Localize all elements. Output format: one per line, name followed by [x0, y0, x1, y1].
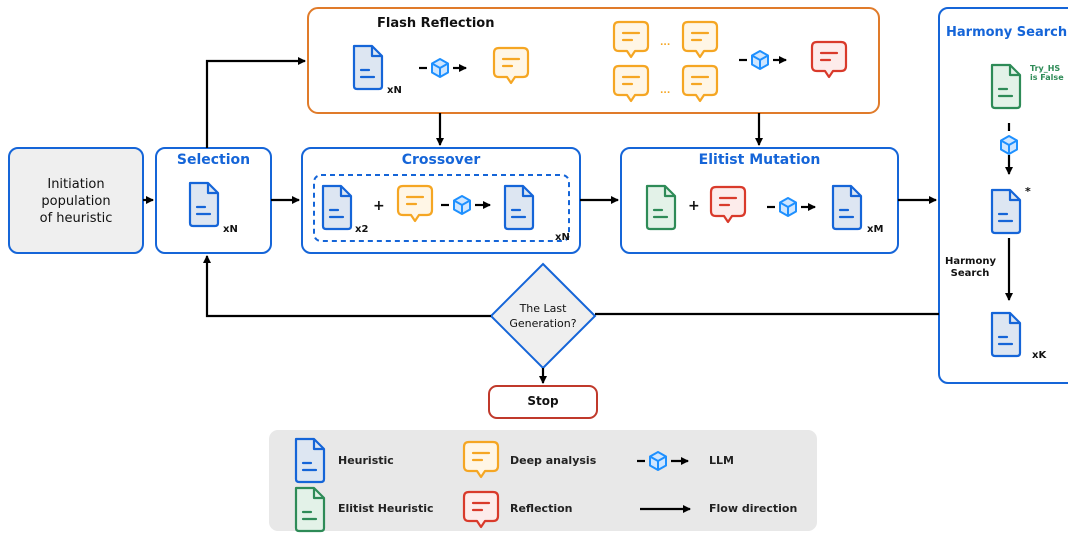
legend-elitist-heuristic-label: Elitist Heuristic [338, 502, 434, 515]
flash-reflection-title: Flash Reflection [377, 16, 495, 31]
elitist-heuristic-doc-icon [645, 184, 677, 231]
llm-cube-icon [751, 50, 769, 70]
heuristic-doc-icon [990, 311, 1022, 358]
legend-elitist-heuristic-icon [294, 486, 326, 533]
arrow-selection-to-flash [205, 57, 306, 148]
legend-reflection-icon [462, 490, 500, 529]
legend-llm-label: LLM [709, 454, 734, 467]
llm-cube-icon [453, 195, 471, 215]
crossover-multiplier: xN [555, 232, 570, 243]
crossover-inner-dashed [313, 174, 570, 242]
heuristic-doc-icon [990, 188, 1022, 235]
legend-flow-direction-label: Flow direction [709, 502, 798, 515]
flash-multiplier: xN [387, 85, 402, 96]
legend-reflection-label: Reflection [510, 502, 573, 515]
legend-heuristic-label: Heuristic [338, 454, 394, 467]
harmony-step-label: Harmony Search [945, 256, 996, 279]
llm-cube-icon [431, 58, 449, 78]
harmony-multiplier: xK [1032, 350, 1047, 361]
flow-lines [143, 57, 1013, 384]
selection-multiplier: xN [223, 224, 238, 235]
elitist-heuristic-doc-icon [990, 63, 1022, 110]
crossover-plus: + [373, 198, 385, 214]
flash-reflection-box [307, 7, 880, 114]
deep-analysis-bubble-icon [612, 64, 650, 103]
heuristic-doc-icon [321, 184, 353, 231]
legend-deep-analysis-label: Deep analysis [510, 454, 597, 467]
legend-heuristic-icon [294, 437, 326, 484]
flash-ellipsis-top: ... [660, 38, 671, 48]
init-label: Initiation population of heuristic [39, 177, 113, 226]
harmony-search-title: Harmony Search [946, 25, 1068, 40]
heuristic-doc-icon [352, 44, 384, 91]
legend-llm-cube-icon [649, 451, 667, 471]
harmony-star: * [1025, 185, 1031, 198]
crossover-pair-multiplier: x2 [355, 224, 369, 235]
crossover-title: Crossover [401, 152, 481, 168]
heuristic-doc-icon [831, 184, 863, 231]
decision-text: The Last Generation? [509, 302, 577, 330]
stop-box [488, 385, 598, 419]
legend-box [269, 430, 817, 531]
stop-label: Stop [527, 394, 559, 408]
deep-analysis-bubble-icon [396, 184, 434, 223]
reflection-bubble-icon [810, 40, 848, 79]
loop-back-to-selection [203, 255, 491, 318]
llm-cube-icon [779, 197, 797, 217]
flash-ellipsis-bottom: ... [660, 86, 671, 96]
elitist-mutation-title: Elitist Mutation [698, 152, 821, 168]
legend-deep-analysis-icon [462, 440, 500, 479]
llm-cube-icon [1000, 135, 1018, 155]
deep-analysis-bubble-icon [612, 20, 650, 59]
deep-analysis-bubble-icon [681, 64, 719, 103]
heuristic-doc-icon [503, 184, 535, 231]
mutation-multiplier: xM [867, 224, 884, 235]
selection-title: Selection [176, 152, 251, 168]
mutation-plus: + [688, 198, 700, 214]
try-hs-label: Try_HS is False [1030, 64, 1064, 82]
reflection-bubble-icon [709, 185, 747, 224]
deep-analysis-bubble-icon [681, 20, 719, 59]
deep-analysis-bubble-icon [492, 46, 530, 85]
heuristic-doc-icon [188, 181, 220, 228]
